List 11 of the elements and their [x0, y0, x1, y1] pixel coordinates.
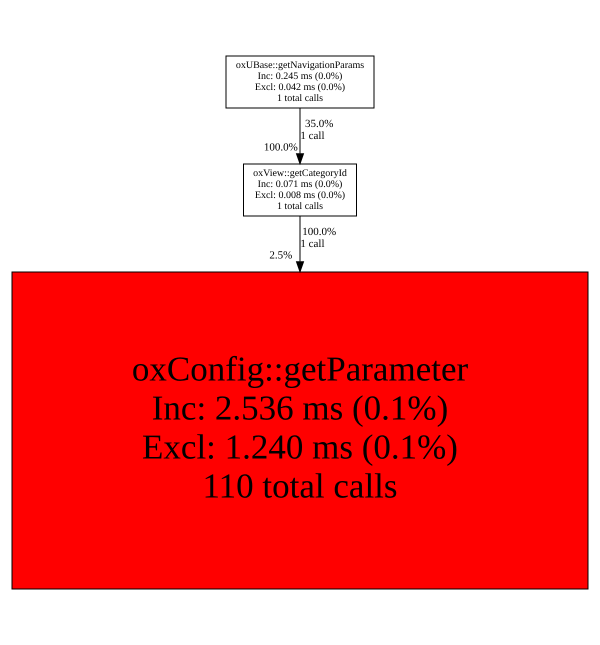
edge-label: 1 call	[300, 238, 325, 250]
node-box: oxUBase::getNavigationParams Inc: 0.245 ms (0.0%) Excl: 0.042 ms (0.0%) 1 total calls	[226, 56, 374, 108]
label: 2.5%	[269, 250, 292, 262]
node-box: oxView::getCategoryId Inc: 0.071 ms (0.0%) Excl: 0.008 ms (0.0%) 1 total calls	[243, 164, 357, 216]
edge-label: 1 call	[300, 130, 325, 142]
label: 100.0%	[264, 141, 298, 154]
arrow	[296, 108, 304, 166]
label: 35.0%	[304, 118, 334, 130]
node-box: oxConfig::getParameter Inc: 2.536 ms (0.1%) Excl: 1.240 ms (0.1%) 110 total calls	[12, 272, 588, 590]
label: 100.0%	[302, 226, 336, 238]
arrow	[296, 216, 304, 274]
